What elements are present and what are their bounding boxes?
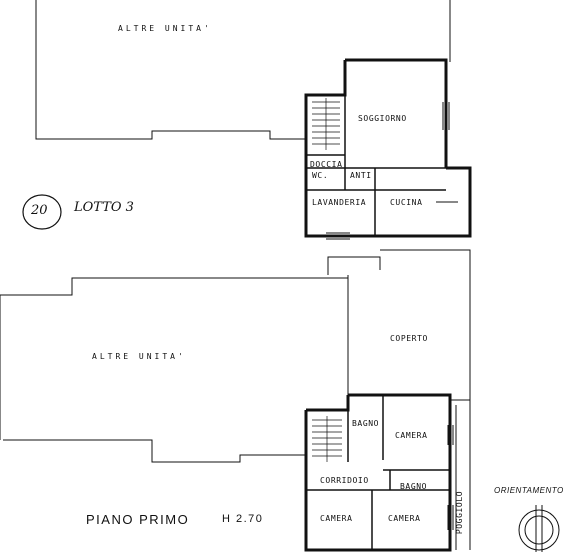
upper-apartment-walls — [304, 58, 472, 238]
upper-apartment-partitions — [306, 95, 446, 236]
lower-other-units-label: ALTRE UNITA' — [92, 352, 186, 361]
orientation-label: ORIENTAMENTO — [494, 486, 564, 495]
lower-apartment-partitions — [306, 395, 450, 550]
plan-number: 20 — [31, 203, 48, 218]
floor-title: PIANO PRIMO — [86, 512, 190, 527]
balcony-outline — [450, 399, 471, 550]
lower-other-units-outline — [0, 277, 349, 463]
room-label-lavanderia: LAVANDERIA — [312, 198, 367, 207]
room-label-corridoio: CORRIDOIO — [320, 476, 369, 485]
room-label-poggiolo: POGGIOLO — [455, 490, 465, 535]
number-circle — [22, 194, 62, 230]
room-label-soggiorno: SOGGIORNO — [358, 114, 407, 123]
room-label-camera-left: CAMERA — [320, 514, 353, 523]
room-label-bagno-upper: BAGNO — [352, 419, 380, 428]
upper-other-units-outline — [35, 0, 307, 155]
room-label-cucina: CUCINA — [390, 198, 423, 207]
compass-icon — [518, 505, 560, 552]
lower-windows — [447, 425, 454, 530]
room-label-doccia: DOCCIA — [310, 160, 343, 169]
upper-other-units-label: ALTRE UNITA' — [118, 24, 212, 33]
upper-stair — [312, 98, 340, 150]
room-label-camera-right: CAMERA — [388, 514, 421, 523]
floor-height: H 2.70 — [222, 513, 264, 525]
upper-windows — [326, 102, 458, 240]
room-label-coperto: COPERTO — [390, 334, 428, 343]
room-label-wc: WC. — [312, 171, 329, 180]
lower-stair — [312, 416, 342, 462]
lot-label: LOTTO 3 — [74, 200, 134, 215]
room-label-anti: ANTI — [350, 171, 372, 180]
covered-area-outline — [327, 249, 471, 400]
room-label-camera-top: CAMERA — [395, 431, 428, 440]
room-label-bagno-lower: BAGNO — [400, 482, 428, 491]
